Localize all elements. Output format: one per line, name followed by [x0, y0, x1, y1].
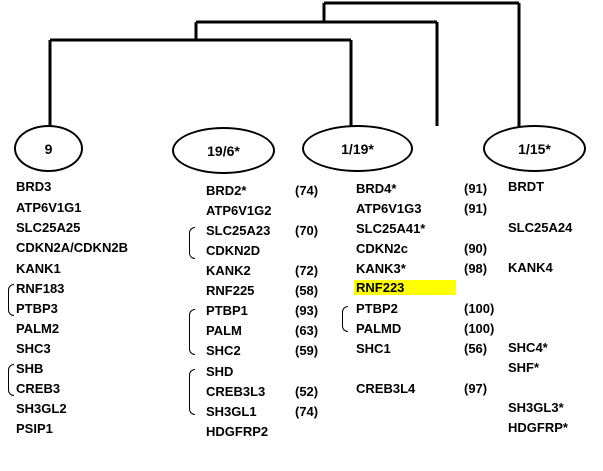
gene-label: ATP6V1G3: [356, 201, 422, 216]
gene-label: KANK4: [508, 260, 553, 275]
gene-label: HDGFRP*: [508, 420, 568, 435]
gene-label: BRD3: [16, 179, 52, 194]
gene-label: RNF225: [206, 283, 255, 298]
score-value: (91): [464, 201, 488, 216]
score-value: (90): [464, 241, 488, 256]
gene-label: PALM: [206, 323, 242, 338]
score-value: (56): [464, 341, 488, 356]
node-oval-19-6: 19/6*: [172, 127, 275, 174]
node-oval-1-19: 1/19*: [302, 125, 413, 172]
gene-label: CDKN2c: [356, 241, 409, 256]
score-value: (59): [295, 343, 319, 358]
score-value: (74): [295, 404, 319, 419]
gene-label: BRD4*: [356, 181, 397, 196]
gene-label: PALM2: [16, 321, 60, 336]
gene-label-highlighted: RNF223: [354, 280, 457, 296]
gene-label: SH3GL3*: [508, 400, 564, 415]
gene-label: KANK1: [16, 261, 61, 276]
gene-label: SLC25A41*: [356, 221, 426, 236]
gene-label: SHF*: [508, 360, 540, 375]
gene-label: SH3GL2: [16, 401, 67, 416]
gene-label: CDKN2D: [206, 243, 261, 258]
score-value: (74): [295, 183, 319, 198]
score-value: (91): [464, 181, 488, 196]
gene-label: PTBP3: [16, 301, 58, 316]
group-bracket: [342, 306, 348, 332]
gene-label: RNF183: [16, 281, 65, 296]
gene-label: SHB: [16, 361, 44, 376]
gene-label: SHC2: [206, 343, 241, 358]
gene-label: CDKN2A/CDKN2B: [16, 240, 128, 255]
gene-label: KANK3*: [356, 261, 406, 276]
score-value: (100): [464, 321, 495, 336]
group-bracket: [8, 364, 14, 396]
score-value: (70): [295, 223, 319, 238]
gene-label: CREB3L3: [206, 384, 266, 399]
gene-label: SHC4*: [508, 340, 548, 355]
gene-label: CREB3: [16, 381, 61, 396]
node-oval-9: 9: [14, 125, 83, 172]
gene-label: SHC3: [16, 341, 51, 356]
score-value: (97): [464, 381, 488, 396]
score-value: (52): [295, 384, 319, 399]
gene-label: SLC25A23: [206, 223, 271, 238]
node-oval-1-15: 1/15*: [483, 125, 586, 172]
gene-label: SHD: [206, 364, 234, 379]
gene-label: SLC25A25: [16, 220, 81, 235]
score-value: (63): [295, 323, 319, 338]
group-bracket: [8, 284, 14, 316]
gene-label: SLC25A24: [508, 220, 573, 235]
gene-highlight: RNF223: [354, 280, 457, 295]
group-bracket: [189, 369, 195, 415]
gene-label: ATP6V1G2: [206, 203, 272, 218]
gene-label: SH3GL1: [206, 404, 257, 419]
group-bracket: [189, 309, 195, 355]
score-value: (93): [295, 303, 319, 318]
gene-label: HDGFRP2: [206, 424, 269, 439]
gene-label: BRD2*: [206, 183, 247, 198]
score-value: (100): [464, 301, 495, 316]
gene-label: BRDT: [508, 179, 545, 194]
gene-label: PTBP2: [356, 301, 398, 316]
group-bracket: [189, 227, 195, 259]
gene-label: KANK2: [206, 263, 251, 278]
gene-label: SHC1: [356, 341, 391, 356]
score-value: (72): [295, 263, 319, 278]
score-value: (58): [295, 283, 319, 298]
gene-label: ATP6V1G1: [16, 200, 82, 215]
gene-label: PTBP1: [206, 303, 248, 318]
gene-label: CREB3L4: [356, 381, 416, 396]
score-value: (98): [464, 261, 488, 276]
gene-label: PALMD: [356, 321, 402, 336]
gene-label: PSIP1: [16, 421, 53, 436]
